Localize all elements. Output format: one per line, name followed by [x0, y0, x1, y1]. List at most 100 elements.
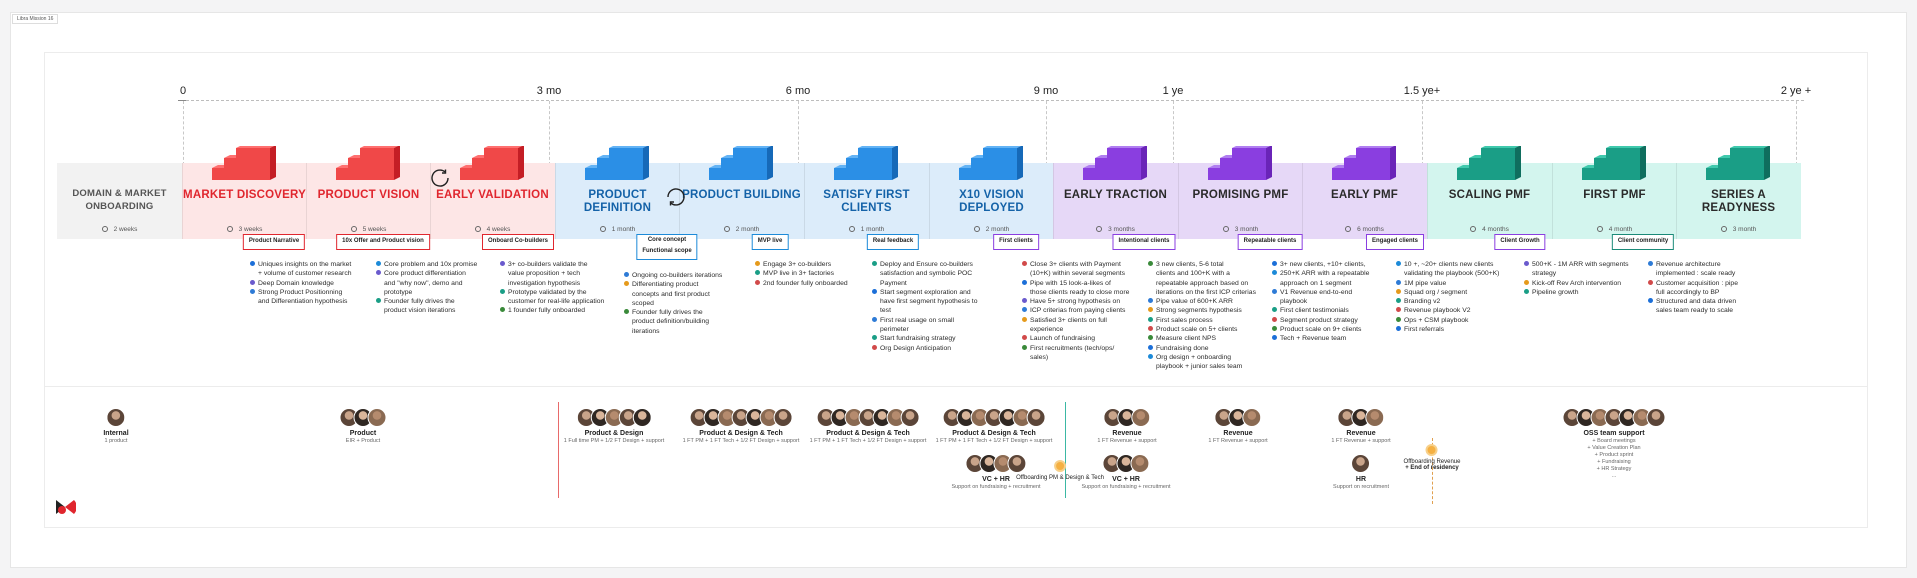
outcome-item: First real usage on small: [872, 316, 977, 325]
avatar-group: [1562, 408, 1666, 427]
outcome-item: investigation hypothesis: [500, 279, 604, 288]
outcome-text: 500+K - 1M ARR with segments: [1532, 261, 1629, 268]
phase-duration: 3 weeks: [182, 226, 307, 233]
avatar-group: [1081, 454, 1170, 473]
team-description-line: + Fundraising: [1597, 459, 1631, 465]
outcome-item: iterations on the first ICP criterias: [1148, 288, 1256, 297]
clock-icon: [723, 226, 730, 232]
outcome-item: V1 Revenue end-to-end: [1272, 288, 1369, 297]
milestone-badge: Client Growth: [1494, 234, 1546, 250]
outcome-item: iterations: [624, 327, 722, 336]
bullet-icon: [1022, 344, 1027, 350]
outcome-text: validating the playbook (500+K): [1404, 270, 1500, 278]
outcome-item: perimeter: [872, 325, 977, 334]
milestone-label: Intentional clients: [1118, 238, 1170, 244]
phase-duration-label: 1 month: [611, 226, 636, 233]
milestone-badge: Real feedback: [866, 234, 920, 250]
outcome-text: Org Design Anticipation: [880, 344, 952, 352]
outcome-text: 1M pipe value: [1404, 279, 1447, 287]
bullet-icon: [872, 288, 877, 294]
outcome-text: Strong Product Positionning: [258, 288, 343, 296]
outcome-text: Revenue architecture: [1656, 261, 1721, 268]
outcome-text: sales): [1030, 353, 1049, 361]
team-description-line: ...: [1611, 473, 1617, 479]
team-name: Revenue: [1112, 430, 1142, 437]
outcome-item: Fundraising done: [1148, 344, 1256, 353]
milestone-label: Real feedback: [872, 238, 914, 244]
stairs-icon: [585, 146, 649, 180]
avatar-group: [683, 408, 800, 427]
outcome-text: First sales process: [1156, 316, 1213, 324]
outcome-text: Pipe with 15 look-a-likes of: [1030, 279, 1111, 287]
outcome-item: full accordingly to BP: [1648, 288, 1738, 297]
avatar-group: [951, 454, 1040, 473]
outcome-text: 2nd founder fully onboarded: [763, 279, 848, 287]
avatar: [632, 408, 652, 427]
milestone-badge: Client community: [1611, 234, 1675, 250]
phase-duration: 2 weeks: [57, 226, 182, 233]
outcome-text: prototype: [384, 288, 413, 296]
phase-separator: [1552, 163, 1553, 239]
team-description: Support on fundraising + recruitment: [1081, 484, 1171, 490]
phase-duration-label: 1 month: [860, 226, 885, 233]
outcome-text: product vision iterations: [384, 307, 456, 315]
clock-icon: [350, 226, 357, 232]
phase-duration-label: 2 weeks: [113, 226, 138, 233]
outcome-text: implemented : scale ready: [1656, 270, 1736, 278]
outcome-item: MVP live in 3+ factories: [755, 269, 848, 278]
avatar: [1646, 408, 1666, 427]
bullet-icon: [1148, 316, 1153, 322]
outcome-text: sales team ready to scale: [1656, 307, 1734, 315]
milestone-label: Core concept: [647, 237, 687, 243]
team-name: Product & Design & Tech: [952, 430, 1036, 437]
clock-icon: [599, 226, 606, 232]
clock-icon: [1596, 226, 1603, 232]
outcome-item: Payment: [872, 279, 977, 288]
outcome-item: Start fundraising strategy: [872, 334, 977, 343]
avatar: [900, 408, 920, 427]
outcome-text: Differentiating product: [632, 281, 699, 289]
outcome-text: iterations: [632, 327, 660, 335]
outcome-text: have first segment hypothesis to: [880, 298, 978, 306]
bullet-icon: [1022, 307, 1027, 313]
milestone-label: MVP live: [757, 238, 783, 244]
tick-2ye: 2 ye +: [1780, 85, 1812, 97]
outcome-text: playbook + junior sales team: [1156, 363, 1243, 371]
phase-duration: 3 month: [1178, 226, 1303, 233]
outcome-item: First referrals: [1396, 325, 1499, 334]
stairs-icon: [1332, 146, 1396, 180]
outcome-item: 500+K - 1M ARR with segments: [1524, 260, 1629, 269]
outcome-item: Founder fully drives the: [624, 308, 722, 317]
stairs-icon: [1457, 146, 1521, 180]
outcome-item: Satisfied 3+ clients on full: [1022, 316, 1129, 325]
milestone-label: First clients: [999, 238, 1033, 244]
clock-icon: [1096, 226, 1103, 232]
outcome-text: experience: [1030, 326, 1064, 334]
phase-duration-label: 4 month: [1608, 226, 1633, 233]
bullet-icon: [1272, 307, 1277, 313]
outcome-text: First real usage on small: [880, 316, 955, 324]
outcome-text: 10 +, ~20+ clients new clients: [1404, 261, 1494, 268]
bullet-icon: [1022, 279, 1027, 285]
phase-title: X10 VISION DEPLOYED: [959, 189, 1024, 214]
bullet-icon: [500, 307, 505, 313]
tick-line-6mo: [798, 101, 799, 165]
avatar: [367, 408, 387, 427]
outcome-item: First client testimonials: [1272, 306, 1369, 315]
outcome-text: strategy: [1532, 270, 1557, 278]
bullet-icon: [1648, 279, 1653, 285]
outcome-text: iterations on the first ICP criterias: [1156, 288, 1256, 296]
outcome-text: playbook: [1280, 298, 1308, 306]
outcome-text: MVP live in 3+ factories: [763, 270, 835, 278]
phase-separator: [929, 163, 930, 239]
avatar: [1026, 408, 1046, 427]
phase-title: EARLY VALIDATION: [436, 189, 549, 201]
phase-duration: 2 month: [679, 226, 804, 233]
outcome-item: Kick-off Rev Arch intervention: [1524, 279, 1629, 288]
